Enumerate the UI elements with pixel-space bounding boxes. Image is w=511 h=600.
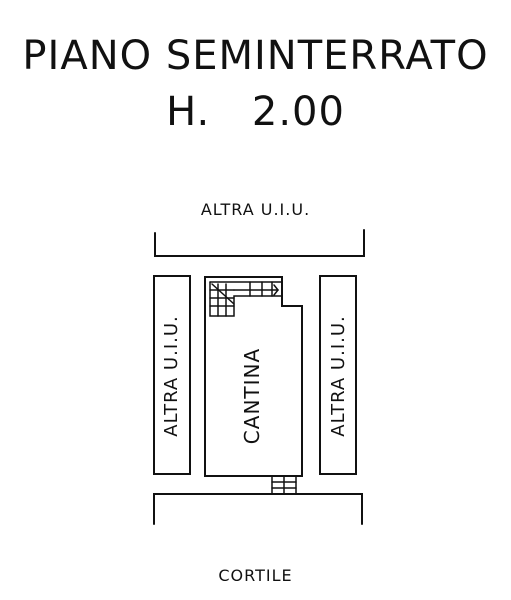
- staircase: [209, 281, 283, 317]
- room-label: CANTINA: [240, 347, 264, 445]
- right-neighbor-box: [319, 275, 357, 475]
- top-neighbor-label: ALTRA U.I.U.: [200, 200, 311, 219]
- exit-stair: [271, 475, 297, 495]
- left-neighbor-label: ALTRA U.I.U.: [161, 315, 182, 437]
- bottom-courtyard-boundary: [153, 493, 363, 525]
- left-neighbor-box: [153, 275, 191, 475]
- cellar-room-outline: [204, 276, 303, 477]
- right-neighbor-label: ALTRA U.I.U.: [328, 315, 349, 437]
- top-neighbor-boundary: [154, 229, 365, 257]
- plan-title: PIANO SEMINTERRATO: [22, 33, 489, 79]
- ceiling-height: H. 2.00: [166, 89, 345, 135]
- courtyard-label: CORTILE: [218, 566, 293, 585]
